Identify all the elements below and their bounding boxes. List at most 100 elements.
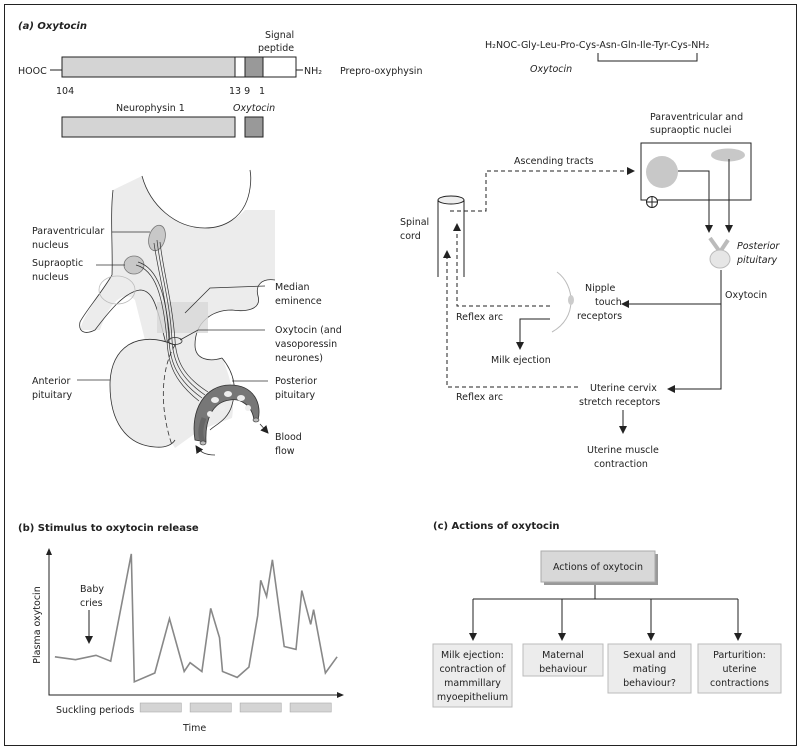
position-13-9: 13 9 [229, 86, 250, 97]
nipple-label-1: Nipple [585, 283, 615, 294]
action-text: Sexual and [623, 650, 676, 661]
leader-lines [77, 231, 268, 382]
action-box-4: Parturition: uterine contractions [697, 643, 782, 694]
section-c-title: (c) Actions of oxytocin [433, 521, 560, 532]
blood-in-arrow [195, 445, 216, 456]
neurophysin-label: Neurophysin 1 [116, 103, 185, 114]
baby-cries-label-2: cries [80, 598, 103, 609]
suckling-period-bar-3 [239, 702, 282, 713]
spinal-cord-icon [437, 195, 465, 277]
reflex-posterior-label: Posterior [737, 241, 780, 252]
reflex-arc-1-line [453, 223, 550, 307]
label-neurones-1: Oxytocin (and [275, 325, 342, 336]
label-neurones-3: neurones) [275, 353, 323, 364]
suckling-period-bar-4 [289, 702, 332, 713]
oxytocin-label: Oxytocin [233, 103, 275, 114]
action-text: behaviour? [623, 678, 676, 689]
cervix-label-1: Uterine cervix [590, 383, 657, 394]
x-axis-label: Time [182, 723, 206, 734]
nh2-label: NH₂ [304, 66, 322, 77]
neurone-marker [167, 337, 183, 345]
oxytocin-segment [244, 56, 264, 78]
axon-bundle [135, 239, 209, 402]
hooc-label: HOOC [18, 66, 47, 77]
spacer-segment [234, 56, 246, 78]
signal-label-2: peptide [258, 43, 294, 54]
sequence-text: H₂NOC-Gly-Leu-Pro-Cys-Asn-Gln-Ile-Tyr-Cy… [485, 40, 709, 51]
action-text: contractions [710, 678, 769, 689]
hypothalamus-pituitary-drawing [77, 169, 276, 456]
milk-ejection-label: Milk ejection [491, 355, 551, 366]
reflex-arc-1-label: Reflex arc [456, 312, 503, 323]
peptide-sequence: H₂NOC-Gly-Leu-Pro-Cys-Asn-Gln-Ile-Tyr-Cy… [485, 40, 709, 75]
label-posterior: Posterior [275, 376, 317, 387]
action-text: mating [633, 664, 667, 675]
anatomy-labels: Paraventricular nucleus Supraoptic nucle… [32, 226, 342, 457]
action-text: behaviour [539, 664, 587, 675]
spinal-label-1: Spinal [400, 217, 429, 228]
actions-tree: Actions of oxytocin Milk ejection:contra… [432, 550, 782, 708]
prepro-oxyphysin-diagram: HOOC NH₂ Prepro-oxyphysin Signal peptide… [18, 30, 422, 138]
label-median: Median [275, 282, 310, 293]
reflex-arc-2-label: Reflex arc [456, 392, 503, 403]
label-posterior-2: pituitary [275, 390, 316, 401]
label-flow: flow [275, 446, 295, 457]
root-box [540, 550, 656, 583]
suckling-period-bar-2 [189, 702, 232, 713]
neurophysin-segment [61, 56, 236, 78]
reflex-pituitary-label: pituitary [736, 255, 778, 266]
label-eminence: eminence [275, 296, 322, 307]
ascending-tracts-label: Ascending tracts [514, 156, 594, 167]
label-paraventricular: Paraventricular [32, 226, 104, 237]
label-blood: Blood [275, 432, 302, 443]
spinal-label-2: cord [400, 231, 421, 242]
uterine-muscle-label-1: Uterine muscle [587, 445, 659, 456]
supraoptic-ellipse [711, 148, 745, 162]
label-anterior-2: pituitary [32, 390, 73, 401]
y-axis-label: Plasma oxytocin [32, 586, 43, 663]
reflex-arc-2-line [443, 250, 578, 388]
action-text: contraction of [439, 664, 506, 675]
reflex-pathway: Paraventricular and supraoptic nuclei Po… [400, 112, 780, 470]
action-text: myoepithelium [437, 692, 508, 703]
section-a-title: (a) Oxytocin [18, 21, 87, 32]
suckling-label: Suckling periods [56, 705, 134, 716]
baby-cries-label-1: Baby [80, 584, 104, 595]
label-supraoptic-2: nucleus [32, 272, 69, 283]
precursor-name: Prepro-oxyphysin [340, 66, 422, 77]
signal-label-1: Signal [265, 30, 294, 41]
posterior-pituitary-icon [708, 236, 731, 269]
disulfide-bridge [597, 53, 698, 62]
nipple-label-3: receptors [577, 311, 622, 322]
nipple-label-2: touch [595, 297, 622, 308]
suckling-period-bar-1 [139, 702, 182, 713]
action-text: uterine [722, 664, 756, 675]
anterior-pituitary [109, 338, 176, 448]
label-supraoptic: Supraoptic [32, 258, 83, 269]
oxytocin-release-chart: Plasma oxytocin Time Suckling periods Ba… [32, 548, 344, 734]
action-text: mammillary [444, 678, 501, 689]
signal-peptide-segment [262, 56, 297, 78]
action-text: Milk ejection: [441, 650, 504, 661]
action-text: Parturition: [713, 650, 766, 661]
action-box-3: Sexual and mating behaviour? [607, 643, 692, 694]
ascending-tracts-line [450, 167, 635, 212]
oxytocin-bar [244, 116, 264, 138]
label-paraventricular-2: nucleus [32, 240, 69, 251]
neurophysin-bar [61, 116, 236, 138]
label-neurones-2: vasoporessin [275, 339, 337, 350]
blood-out-arrow [259, 423, 269, 434]
paraventricular-circle [646, 156, 678, 188]
plasma-oxytocin-line [54, 553, 338, 684]
paraventricular-nucleus [148, 224, 166, 252]
peptide-name: Oxytocin [530, 64, 572, 75]
chart-axes [48, 549, 343, 696]
nuclei-label-2: supraoptic nuclei [650, 125, 732, 136]
cervix-label-2: stretch receptors [579, 397, 660, 408]
supraoptic-nucleus [123, 255, 145, 275]
position-1: 1 [259, 86, 265, 97]
action-box-1: Milk ejection: contraction of mammillary my… [432, 643, 513, 708]
optic-chiasm [98, 275, 136, 305]
section-b-title: (b) Stimulus to oxytocin release [18, 523, 199, 534]
